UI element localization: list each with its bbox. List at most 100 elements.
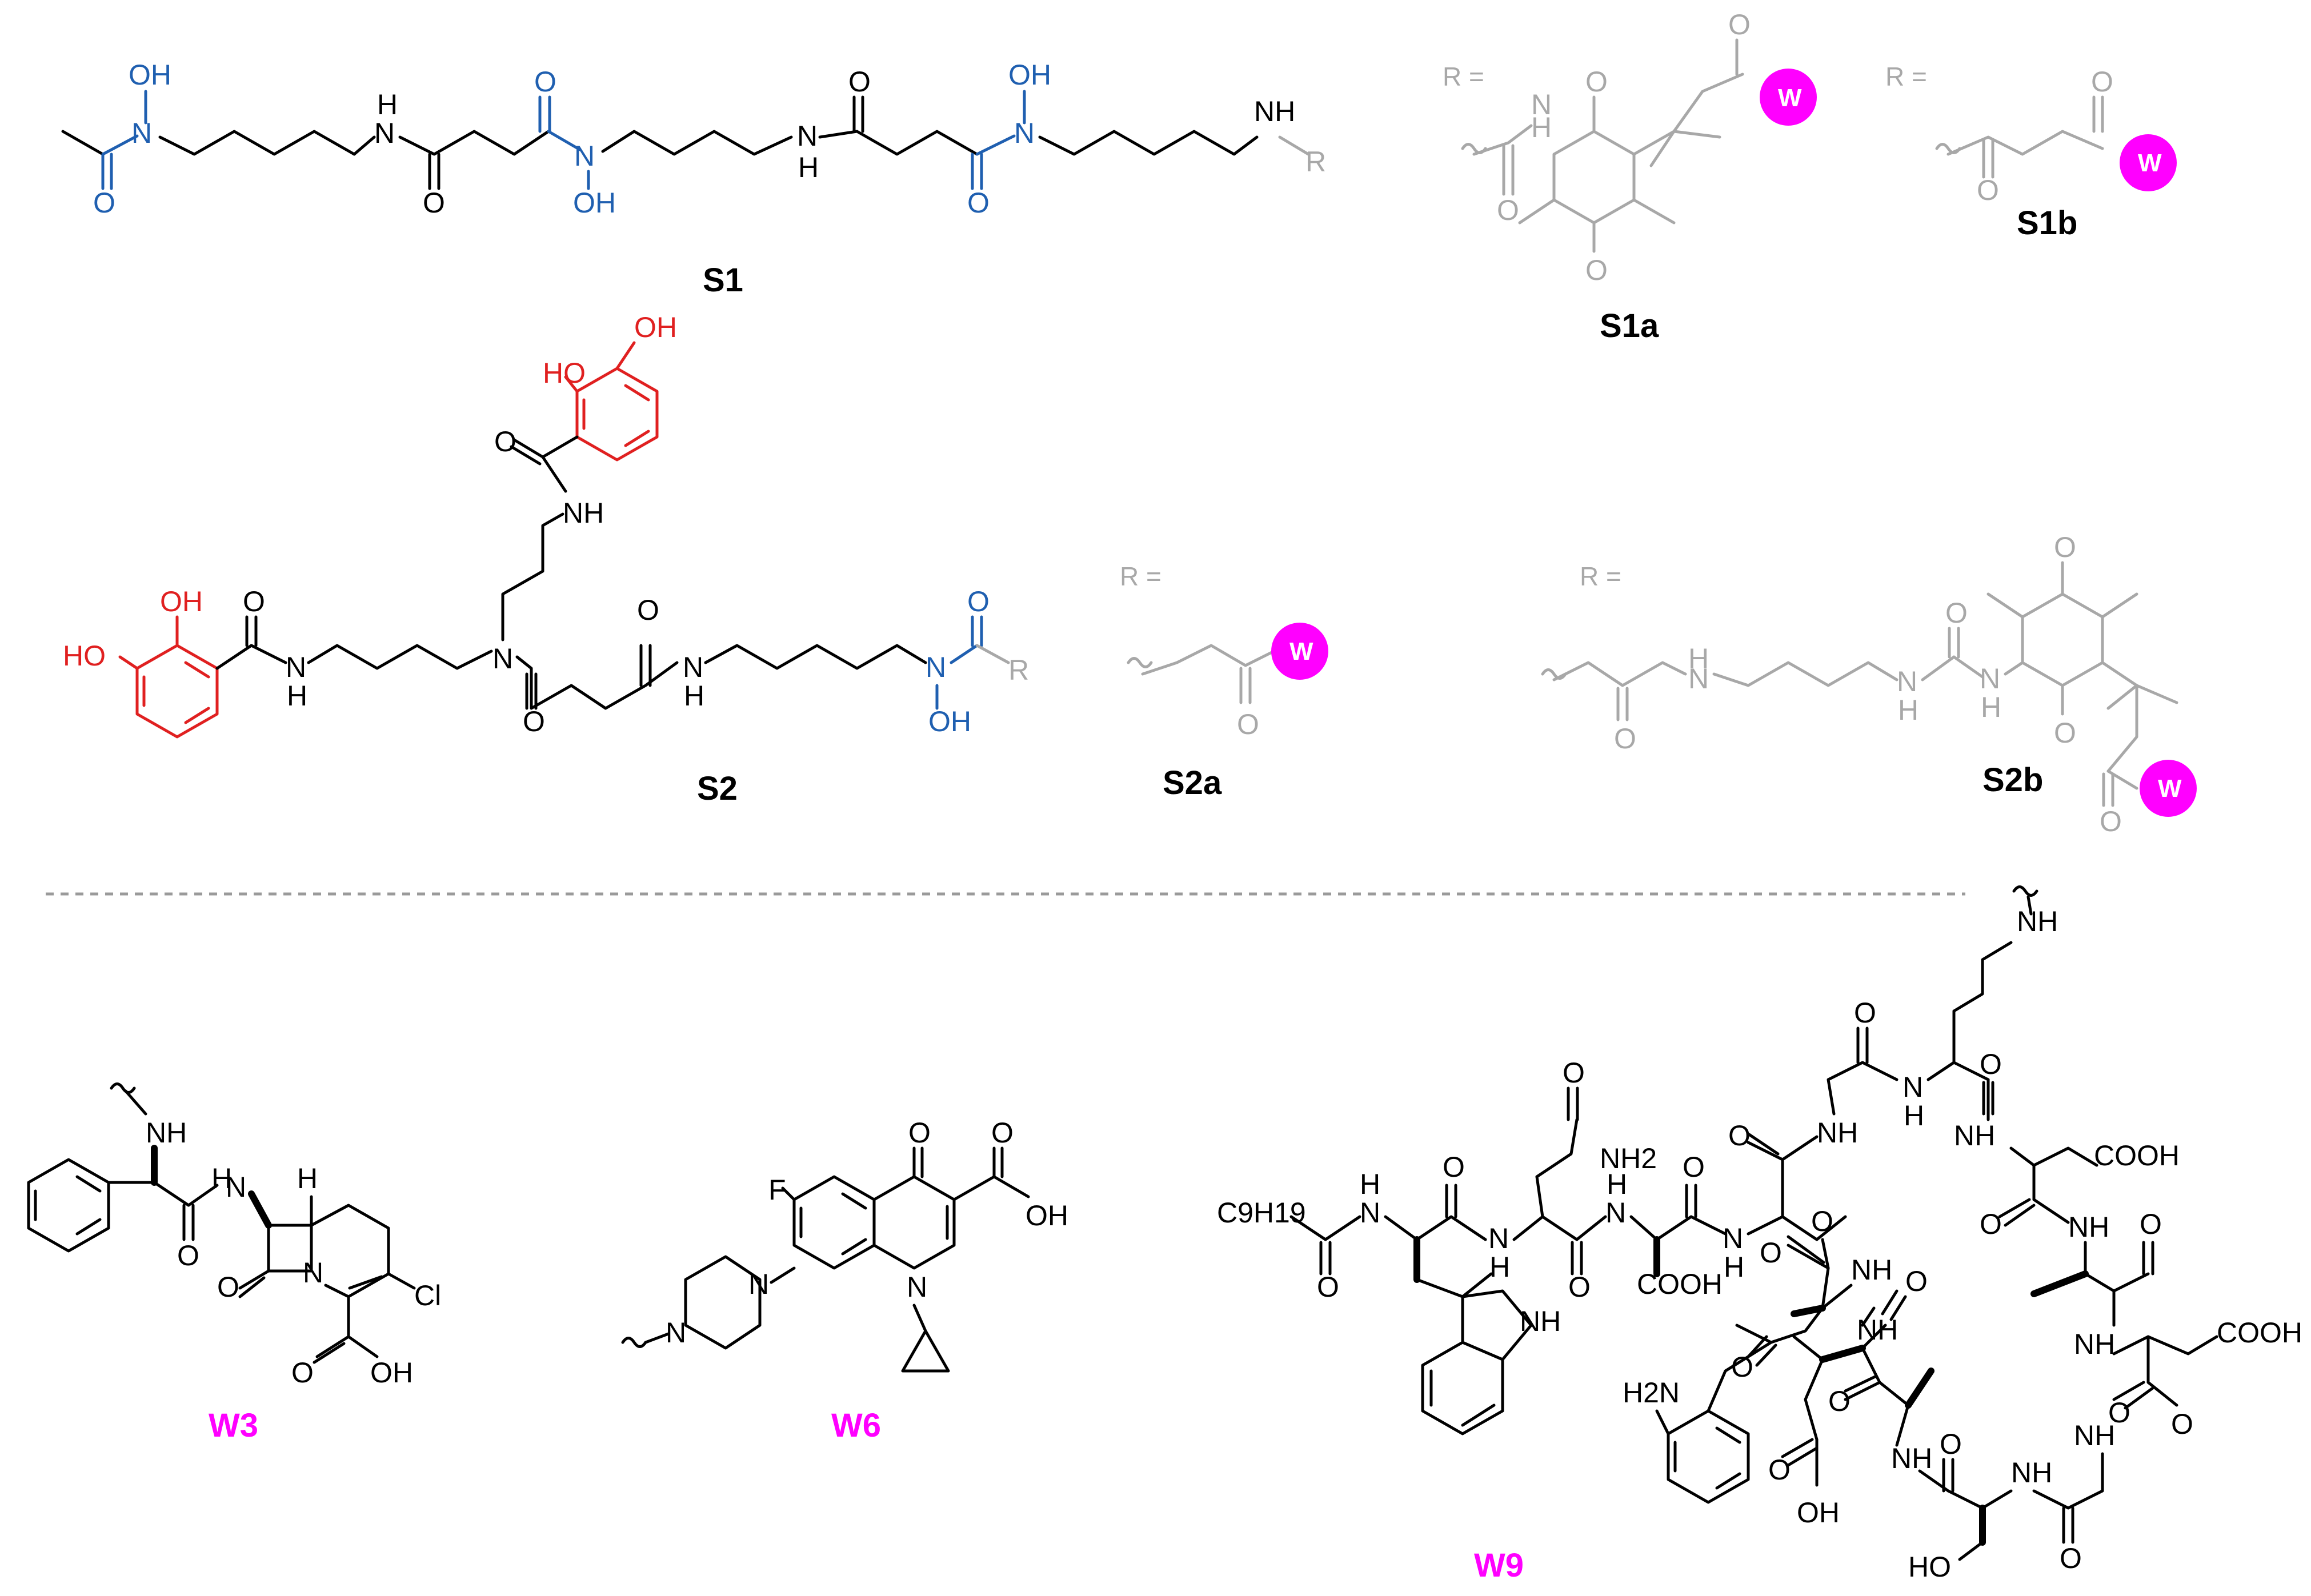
label-s2a: S2a — [1163, 764, 1222, 801]
atom-nh: NH — [563, 497, 604, 529]
atom-nh2: NH2 — [1600, 1142, 1657, 1174]
atom-o: O — [1497, 194, 1519, 226]
atom-n: N — [286, 651, 306, 683]
atom-o: O — [1683, 1151, 1705, 1183]
atom-o: O — [2054, 717, 2076, 749]
atom-o: O — [423, 187, 445, 219]
atom-h: H — [1898, 694, 1919, 726]
atom-o: O — [1728, 1120, 1751, 1152]
label-s2b: S2b — [1982, 761, 2043, 799]
atom-o: O — [1977, 174, 1999, 206]
atom-nh: NH — [2011, 1457, 2052, 1489]
atom-o: O — [1237, 708, 1259, 740]
atom-n: N — [797, 120, 818, 152]
atom-o: O — [1614, 723, 1636, 755]
atom-oh: OH — [573, 187, 616, 219]
atom-h: H — [1724, 1251, 1744, 1283]
atom-oh: OH — [370, 1357, 413, 1389]
atom-o: O — [2171, 1408, 2193, 1440]
atom-h: H — [1688, 643, 1709, 675]
structure-w9: C9H19 O H N O NH N H O NH2 O N H COOH — [1217, 885, 2302, 1584]
atom-o: O — [1443, 1151, 1465, 1183]
atom-oh: OH — [1008, 59, 1051, 91]
atom-n: N — [907, 1271, 927, 1303]
atom-o: O — [291, 1357, 314, 1389]
atom-nh: NH — [146, 1117, 187, 1149]
atom-o: O — [967, 586, 990, 617]
atom-o: O — [93, 187, 115, 219]
atom-oh: OH — [129, 59, 171, 91]
atom-nh: NH — [1817, 1117, 1858, 1149]
atom-h: H — [1489, 1251, 1510, 1283]
atom-o: O — [1905, 1265, 1928, 1297]
atom-h: H — [287, 680, 307, 712]
atom-n: N — [303, 1257, 323, 1289]
atom-cooh: COOH — [1637, 1268, 1723, 1300]
label-s1: S1 — [703, 262, 743, 299]
r-label: R = — [1443, 62, 1484, 91]
label-s1b: S1b — [2017, 204, 2077, 242]
atom-o: O — [1585, 66, 1608, 98]
atom-h: H — [297, 1162, 318, 1194]
atom-n: N — [131, 117, 152, 149]
atom-oh: OH — [928, 705, 971, 737]
atom-o: O — [1980, 1048, 2002, 1080]
warhead-marker — [2140, 760, 2197, 817]
atom-cooh: COOH — [2094, 1140, 2180, 1172]
warhead-label: W — [2138, 149, 2162, 177]
label-s2: S2 — [697, 770, 738, 807]
atom-o: O — [2060, 1542, 2082, 1574]
structure-s2a: R = O W S2a — [1120, 562, 1328, 801]
label-w6: W6 — [831, 1407, 881, 1444]
atom-o: O — [177, 1240, 199, 1272]
atom-n: N — [1897, 665, 1917, 697]
label-s1a: S1a — [1600, 307, 1659, 344]
atom-o: O — [967, 187, 990, 219]
atom-h: H — [798, 151, 819, 183]
atom-oh: OH — [1797, 1497, 1840, 1529]
atom-nh: NH — [2017, 905, 2058, 937]
atom-h2n: H2N — [1623, 1377, 1680, 1409]
atom-n: N — [1605, 1197, 1626, 1229]
warhead-marker — [2120, 134, 2177, 191]
atom-o: O — [1760, 1237, 1782, 1269]
atom-o: O — [1854, 997, 1876, 1029]
atom-n: N — [1531, 89, 1552, 121]
atom-o: O — [991, 1117, 1014, 1149]
atom-o: O — [2100, 805, 2122, 837]
atom-o: O — [1828, 1385, 1851, 1417]
atom-n: N — [574, 140, 595, 172]
atom-oh: OH — [160, 586, 203, 617]
atom-r: R — [1008, 654, 1029, 686]
atom-o: O — [1940, 1428, 1962, 1460]
atom-n: N — [374, 117, 395, 149]
r-label: R = — [1580, 562, 1621, 591]
atom-n: N — [748, 1268, 769, 1300]
atom-h: H — [211, 1162, 232, 1194]
atom-o: O — [2054, 531, 2076, 563]
atom-n: N — [1723, 1222, 1743, 1254]
atom-n: N — [492, 643, 513, 675]
atom-h: H — [1607, 1168, 1627, 1200]
atom-nh: NH — [2068, 1211, 2109, 1243]
atom-o: O — [523, 705, 545, 737]
structure-s2b: R = O H N N H O N H O O O W S2b — [1541, 531, 2197, 837]
label-w9: W9 — [1474, 1547, 1524, 1584]
warhead-label: W — [1778, 84, 1802, 112]
atom-o: O — [494, 426, 516, 458]
atom-ho: HO — [1908, 1551, 1951, 1583]
atom-n: N — [666, 1317, 686, 1349]
atom-n: N — [683, 651, 703, 683]
atom-ho: HO — [543, 357, 586, 389]
warhead-marker — [1760, 69, 1817, 126]
atom-o: O — [1728, 9, 1751, 41]
r-label: R = — [1885, 62, 1927, 91]
atom-o: O — [2140, 1208, 2162, 1240]
label-w3: W3 — [209, 1407, 258, 1444]
r-label: R = — [1120, 562, 1161, 591]
atom-r: R — [1305, 146, 1326, 178]
structure-s1a: R = O H N O O O W S1a — [1443, 9, 1817, 344]
atom-n: N — [1688, 663, 1709, 695]
atom-h: H — [1981, 691, 2001, 723]
